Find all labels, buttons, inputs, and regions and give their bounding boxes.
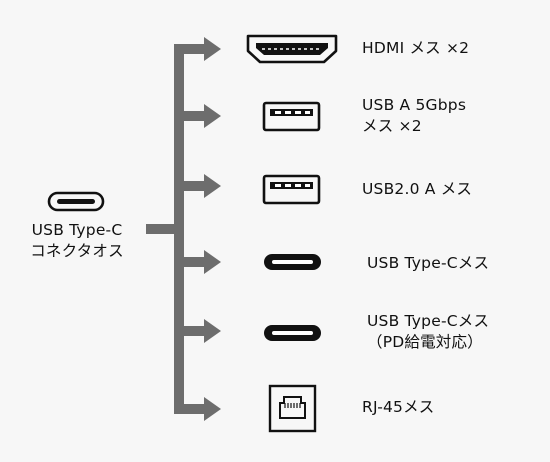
source-label-line1: USB Type-C xyxy=(31,221,123,239)
usb-c-port-icon xyxy=(264,325,321,341)
source-label: USB Type-C コネクタオス xyxy=(2,220,152,262)
port-label-rj45: RJ-45メス xyxy=(362,397,435,418)
port-label-line1: HDMI メス ×2 xyxy=(362,39,470,57)
arrow-to-usb-c xyxy=(176,250,221,274)
port-label-line1: USB Type-Cメス xyxy=(367,254,490,272)
usb-c-port-icon xyxy=(264,254,321,270)
branch-arrows xyxy=(146,37,221,421)
port-label-usb2-a: USB2.0 A メス xyxy=(362,179,472,200)
port-label-line1: USB Type-Cメス xyxy=(367,312,490,330)
port-label-line1: USB2.0 A メス xyxy=(362,180,473,198)
source-label-line2: コネクタオス xyxy=(30,242,124,260)
port-label-line2: （PD給電対応） xyxy=(367,333,483,351)
port-label-usb-c-pd: USB Type-Cメス （PD給電対応） xyxy=(367,311,489,353)
hdmi-port-icon xyxy=(246,34,338,64)
port-label-line1: RJ-45メス xyxy=(362,398,435,416)
port-label-usb-c: USB Type-Cメス xyxy=(367,253,489,274)
port-label-line2: メス ×2 xyxy=(362,117,422,135)
arrow-to-hdmi xyxy=(176,37,221,61)
usb-a-port-icon xyxy=(262,101,321,132)
rj45-port-icon xyxy=(268,384,317,433)
arrow-to-usb2-a xyxy=(176,174,221,198)
port-label-hdmi: HDMI メス ×2 xyxy=(362,38,469,59)
port-label-usb-a-5gbps: USB A 5Gbps メス ×2 xyxy=(362,95,466,137)
arrow-to-rj45 xyxy=(176,397,221,421)
port-label-line1: USB A 5Gbps xyxy=(362,96,467,114)
arrow-to-usb-a-5gbps xyxy=(176,104,221,128)
arrow-to-usb-c-pd xyxy=(176,319,221,343)
usb-a-port-icon xyxy=(262,174,321,205)
usb-c-plug-icon xyxy=(47,191,105,212)
